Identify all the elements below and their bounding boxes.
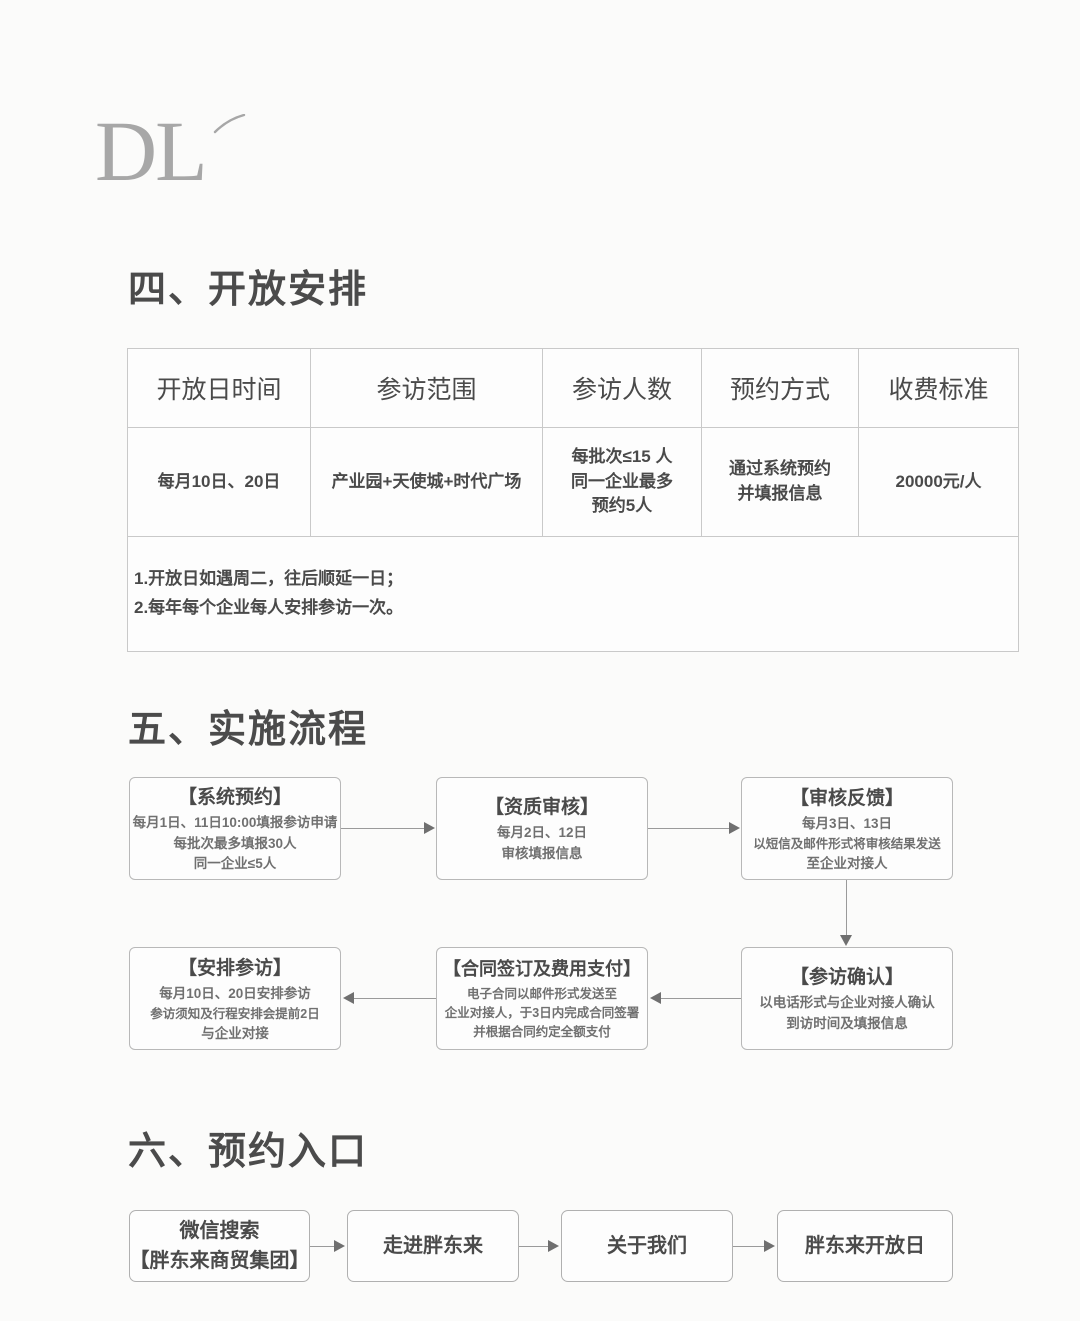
entry-step-wechat-search[interactable]: 微信搜索 【胖东来商贸集团】: [129, 1210, 310, 1282]
arrow-down-icon: [840, 935, 852, 946]
flow-step-line: 与企业对接: [201, 1025, 269, 1041]
arrow-right-icon: [548, 1240, 559, 1252]
capacity-line: 同一企业最多: [571, 471, 673, 491]
connector-line: [354, 998, 436, 999]
flow-step-line: 并根据合同约定全额支付: [473, 1025, 611, 1039]
flow-step-arrange-visit: 【安排参访】 每月10日、20日安排参访 参访须知及行程安排会提前2日 与企业对…: [129, 947, 341, 1050]
connector-line: [648, 828, 730, 829]
arrow-right-icon: [764, 1240, 775, 1252]
entry-step-enter-pangdonglai[interactable]: 走进胖东来: [347, 1210, 519, 1282]
connector-line: [341, 828, 425, 829]
flow-step-line: 参访须知及行程安排会提前2日: [150, 1006, 320, 1021]
table-notes-row: 1.开放日如遇周二，往后顺延一日； 2.每年每个企业每人安排参访一次。: [127, 536, 1019, 652]
arrow-right-icon: [334, 1240, 345, 1252]
table-header-row: 开放日时间 参访范围 参访人数 预约方式 收费标准: [127, 348, 1019, 428]
table-cell-capacity: 每批次≤15 人 同一企业最多 预约5人: [542, 427, 702, 537]
flow-step-title: 【系统预约】: [177, 787, 292, 809]
flow-step-line: 每月2日、12日: [496, 825, 588, 841]
booking-line: 通过系统预约: [729, 459, 831, 479]
table-header-cell: 收费标准: [858, 348, 1019, 428]
table-cell-fee: 20000元/人: [858, 427, 1019, 537]
flow-step-line: 至企业对接人: [806, 855, 888, 871]
entry-step-line: 【胖东来商贸集团】: [129, 1250, 310, 1272]
section-heading-process: 五、实施流程: [128, 709, 369, 751]
connector-line: [846, 880, 847, 942]
flow-step-line: 以短信及邮件形式将审核结果发送: [753, 836, 941, 851]
flow-step-title: 【安排参访】: [177, 957, 292, 979]
flow-step-line: 审核填报信息: [501, 846, 583, 861]
acute-accent-icon: [213, 114, 246, 134]
arrow-left-icon: [343, 992, 354, 1004]
arrow-right-icon: [729, 822, 740, 834]
arrow-left-icon: [650, 992, 661, 1004]
entry-step-line: 关于我们: [607, 1235, 687, 1257]
flow-step-qualification-review: 【资质审核】 每月2日、12日 审核填报信息: [436, 777, 648, 880]
capacity-line: 每批次≤15 人: [571, 447, 673, 467]
table-header-cell: 参访范围: [310, 348, 543, 428]
entry-step-line: 胖东来开放日: [805, 1235, 925, 1257]
flow-step-line: 每月3日、13日: [801, 815, 893, 831]
flow-step-line: 同一企业≤5人: [193, 856, 277, 872]
capacity-line: 预约5人: [591, 496, 653, 516]
flow-step-review-feedback: 【审核反馈】 每月3日、13日 以短信及邮件形式将审核结果发送 至企业对接人: [741, 777, 953, 880]
flow-step-contract-payment: 【合同签订及费用支付】 电子合同以邮件形式发送至 企业对接人，于3日内完成合同签…: [436, 947, 648, 1050]
note-line: 1.开放日如遇周二，往后顺延一日；: [134, 569, 404, 589]
table-header-cell: 预约方式: [701, 348, 859, 428]
table-header-cell: 开放日时间: [127, 348, 311, 428]
connector-line: [310, 1246, 336, 1247]
flow-step-title: 【审核反馈】: [789, 787, 904, 809]
table-cell-booking: 通过系统预约 并填报信息: [701, 427, 859, 537]
flow-step-system-reservation: 【系统预约】 每月1日、11日10:00填报参访申请 每批次最多填报30人 同一…: [129, 777, 341, 880]
entry-step-about-us[interactable]: 关于我们: [561, 1210, 733, 1282]
note-line: 2.每年每个企业每人安排参访一次。: [134, 598, 404, 617]
flow-step-line: 企业对接人，于3日内完成合同签署: [444, 1006, 640, 1020]
connector-line: [519, 1246, 549, 1247]
table-notes-cell: 1.开放日如遇周二，往后顺延一日； 2.每年每个企业每人安排参访一次。: [127, 536, 1019, 652]
flow-step-line: 每批次最多填报30人: [173, 835, 297, 851]
table-row: 每月10日、20日 产业园+天使城+时代广场 每批次≤15 人 同一企业最多 预…: [127, 427, 1019, 537]
flow-step-line: 电子合同以邮件形式发送至: [466, 987, 617, 1001]
section-heading-schedule: 四、开放安排: [128, 269, 369, 311]
table-header-cell: 参访人数: [542, 348, 702, 428]
entry-step-line: 微信搜索: [179, 1220, 260, 1242]
connector-line: [661, 998, 741, 999]
open-schedule-table: 开放日时间 参访范围 参访人数 预约方式 收费标准 每月10日、20日 产业园+…: [127, 348, 1019, 652]
arrow-right-icon: [424, 822, 435, 834]
open-schedule-table-wrapper: 开放日时间 参访范围 参访人数 预约方式 收费标准 每月10日、20日 产业园+…: [127, 348, 1019, 652]
table-cell-scope: 产业园+天使城+时代广场: [310, 427, 543, 537]
booking-line: 并填报信息: [737, 484, 823, 503]
flow-step-title: 【参访确认】: [789, 967, 904, 989]
flow-step-line: 到访时间及填报信息: [786, 1016, 908, 1031]
logo-text: DL: [95, 103, 208, 199]
connector-line: [733, 1246, 765, 1247]
section-heading-entry: 六、预约入口: [128, 1131, 369, 1173]
brand-logo: DL: [95, 108, 355, 208]
entry-step-line: 走进胖东来: [383, 1235, 483, 1257]
flow-step-title: 【资质审核】: [484, 797, 599, 819]
flow-step-line: 以电话形式与企业对接人确认: [759, 995, 935, 1011]
flow-step-line: 每月10日、20日安排参访: [159, 985, 311, 1001]
flow-step-title: 【合同签订及费用支付】: [443, 959, 641, 979]
entry-step-open-day[interactable]: 胖东来开放日: [777, 1210, 953, 1282]
flow-step-visit-confirmation: 【参访确认】 以电话形式与企业对接人确认 到访时间及填报信息: [741, 947, 953, 1050]
flow-step-line: 每月1日、11日10:00填报参访申请: [132, 815, 338, 831]
table-cell-date: 每月10日、20日: [127, 427, 311, 537]
